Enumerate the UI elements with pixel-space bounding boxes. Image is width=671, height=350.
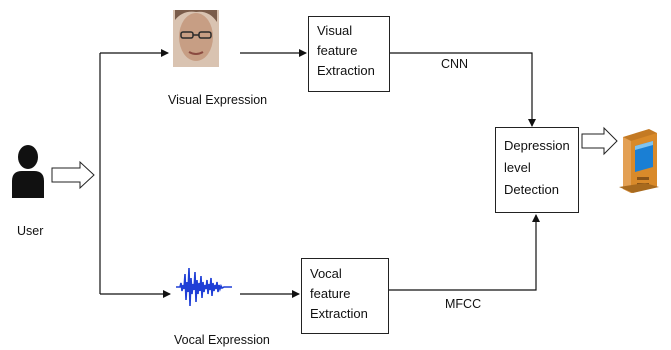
visual-feature-extraction-box: Visual feature Extraction — [308, 16, 390, 92]
box-line: Extraction — [310, 306, 368, 321]
box-line: Vocal — [310, 266, 342, 281]
user-label: User — [17, 224, 44, 238]
box-line: feature — [310, 286, 351, 301]
mfcc-label: MFCC — [445, 297, 482, 311]
waveform-icon — [176, 267, 232, 307]
output-hollow-arrow — [581, 126, 618, 156]
box-line: Depression — [504, 138, 570, 153]
cnn-edge — [390, 52, 536, 127]
face-photo-icon — [173, 10, 219, 67]
box-line: Visual — [317, 23, 353, 38]
user-hollow-arrow — [51, 160, 95, 190]
visual-expression-label: Visual Expression — [168, 93, 268, 107]
depression-detection-box: Depression level Detection — [495, 127, 579, 213]
cnn-label: CNN — [441, 57, 469, 71]
box-line: level — [504, 160, 531, 175]
person-icon — [12, 145, 44, 198]
box-line: Detection — [504, 182, 559, 197]
computer-icon — [619, 129, 659, 193]
vocal-expression-label: Vocal Expression — [174, 333, 270, 347]
box-line: Extraction — [317, 63, 375, 78]
vocal-feature-extraction-box: Vocal feature Extraction — [301, 258, 389, 334]
mfcc-edge — [389, 214, 540, 291]
box-line: feature — [317, 43, 358, 58]
